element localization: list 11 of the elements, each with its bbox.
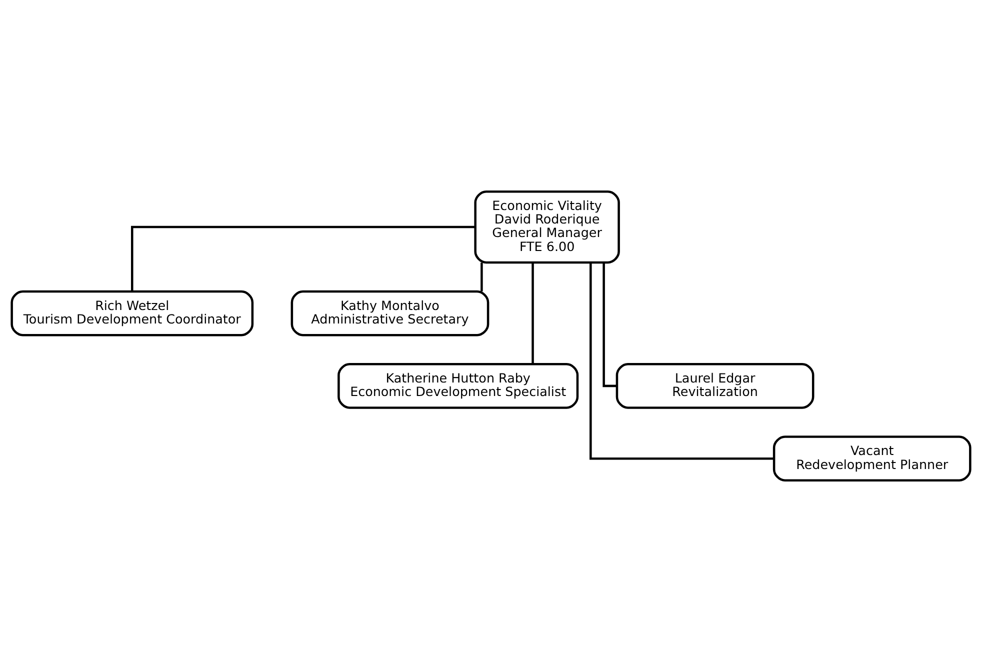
connector — [131, 226, 476, 292]
connector — [590, 262, 774, 460]
connector — [532, 262, 534, 364]
node-box: Laurel Edgar Revitalization — [616, 363, 814, 409]
connector — [602, 262, 617, 388]
node-box: Economic Vitality David Roderique General Manager FTE 6.00 — [474, 190, 620, 264]
node-box: Katherine Hutton Raby Economic Development Specialist — [338, 363, 579, 409]
node-box: Kathy Montalvo Administrative Secretary — [290, 290, 490, 336]
node-box: Vacant Redevelopment Planner — [772, 436, 972, 482]
connector — [480, 262, 483, 292]
node-box: Rich Wetzel Tourism Development Coordinator — [10, 290, 254, 336]
